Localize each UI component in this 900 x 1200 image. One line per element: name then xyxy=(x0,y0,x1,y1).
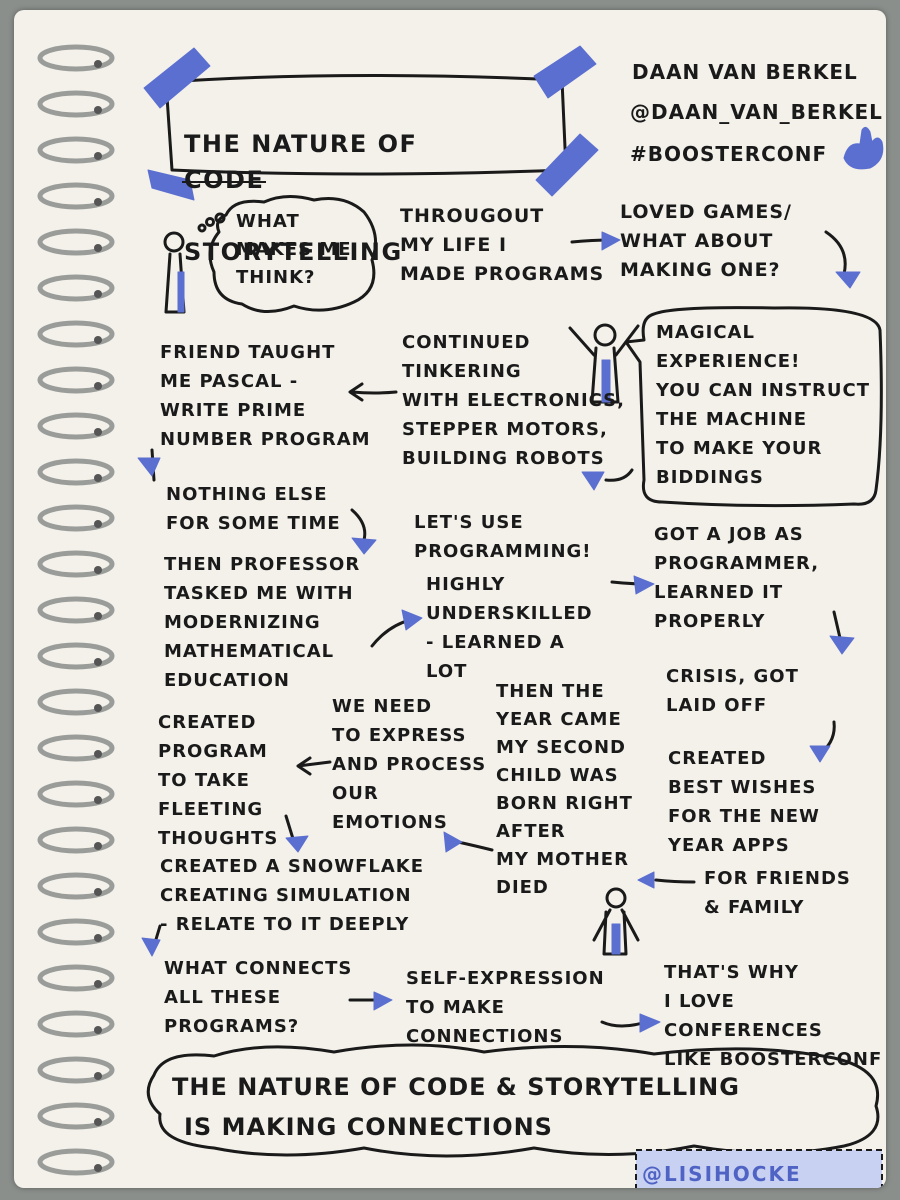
note-tinkering: Continued tinkering with electronics, st… xyxy=(402,328,625,473)
artist-credit: @LisiHocke xyxy=(642,1160,802,1188)
note-snowflake: Created a snowflake creating simulation … xyxy=(160,852,424,939)
note-loved-games: Loved games/ what about making one? xyxy=(620,198,792,285)
note-lets-use-programming: Let's use programming! xyxy=(414,508,592,566)
conclusion-line1: The nature of code & storytelling xyxy=(172,1070,740,1104)
thinking-person-head xyxy=(165,233,183,251)
note-self-expression: Self-expression to make connections xyxy=(406,964,605,1051)
note-thats-why: That's why I love conferences like Boost… xyxy=(664,958,882,1074)
note-what-makes-me-think: What makes me think? xyxy=(236,208,352,292)
note-best-wishes: Created best wishes for the new year app… xyxy=(668,744,820,860)
sketchnote-page: The nature of Code Storytelling Daan van… xyxy=(14,10,886,1188)
conference-hashtag: #BoosterConf xyxy=(630,140,827,169)
note-underskilled: Highly underskilled - learned a lot xyxy=(426,570,593,686)
title-line1: The nature of xyxy=(184,130,417,158)
note-nothing-else: Nothing else for some time xyxy=(166,480,341,538)
note-express-emotions: We need to express and process our emoti… xyxy=(332,692,486,837)
conclusion-line2: is making connections xyxy=(184,1110,553,1144)
note-second-child: Then the year came my second child was b… xyxy=(496,678,633,902)
note-magical-experience: Magical experience! You can instruct the… xyxy=(656,318,870,492)
note-fleeting-thoughts: Created program to take fleeting thought… xyxy=(158,708,278,853)
title-struck-word: Code xyxy=(184,166,264,194)
speaker-handle: @daan_van_berkel xyxy=(630,98,883,127)
speaker-name: Daan van Berkel xyxy=(632,58,858,87)
note-got-a-job: Got a job as programmer, learned it prop… xyxy=(654,520,819,636)
note-crisis: Crisis, got laid off xyxy=(666,662,799,720)
note-friends-family: for friends & family xyxy=(704,864,851,922)
note-what-connects: What connects all these programs? xyxy=(164,954,352,1041)
note-made-programs: Througout my life I made programs xyxy=(400,202,604,289)
note-friend-pascal: Friend taught me Pascal - write prime nu… xyxy=(160,338,371,454)
note-professor: Then professor tasked me with modernizin… xyxy=(164,550,360,695)
